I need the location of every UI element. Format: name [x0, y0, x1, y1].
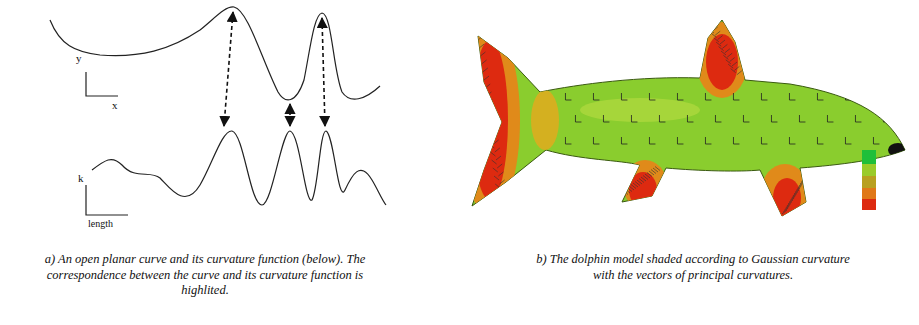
axis-label: x [112, 99, 118, 112]
curve-plot [50, 7, 386, 215]
correspondence-arrows [224, 12, 325, 126]
figure-caption: b) The dolphin model shaded according to… [528, 252, 858, 283]
axes [86, 72, 118, 96]
curvature-function [92, 131, 386, 205]
color-scale [862, 150, 876, 210]
figure-caption: a) An open planar curve and its curvatur… [40, 252, 370, 299]
axis-label: length [88, 218, 113, 230]
dolphin-model [460, 18, 908, 220]
axes [86, 185, 128, 215]
planar-curve [50, 7, 380, 100]
axis-label: y [76, 52, 82, 65]
axis-label: k [78, 172, 84, 185]
